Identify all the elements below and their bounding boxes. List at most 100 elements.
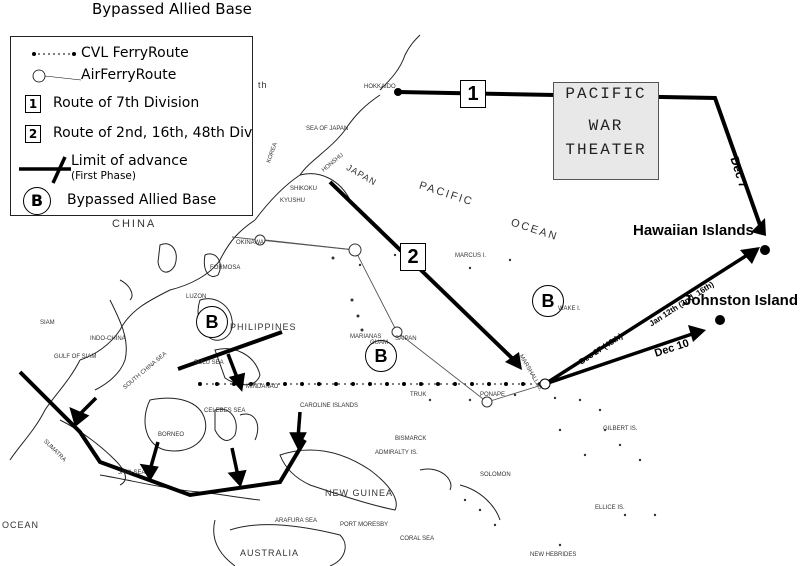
legend-route1-label: Route of 7th Division <box>53 95 200 111</box>
philippines-label: PHILIPPINES <box>230 322 297 332</box>
ferry-dot <box>249 382 253 386</box>
hokkaido-label: HOKKAIDO <box>364 84 396 90</box>
legend-b-label: Bypassed Allied Base <box>67 192 217 208</box>
ferry-dot <box>504 382 508 386</box>
saipan-label: SAIPAN <box>395 336 417 342</box>
route-2 <box>328 180 518 364</box>
ferry-dot <box>368 382 372 386</box>
theater-line-2: WAR <box>588 117 624 135</box>
indo-china-label: INDO-CHINA <box>90 336 126 342</box>
route-1-marker: 1 <box>460 80 486 108</box>
legend-b-row: B Bypassed Allied Base <box>11 187 252 215</box>
ferry-dot <box>317 382 321 386</box>
route-2-marker: 2 <box>400 243 426 271</box>
ellice-label: ELLICE IS. <box>595 505 625 511</box>
okinawa-label: OKINAWA <box>236 240 264 246</box>
pacific-war-theater-sign: PACIFIC WAR THEATER <box>553 82 659 180</box>
air-route-symbol <box>32 69 81 83</box>
shikoku-label: SHIKOKU <box>290 186 318 192</box>
bismarck-label: BISMARCK <box>395 436 427 442</box>
legend: CVL FerryRoute AirFerryRoute 1 Route of … <box>10 36 253 216</box>
legend-air-row: AirFerryRoute <box>11 67 252 83</box>
legend-route2-row: 2 Route of 2nd, 16th, 48th Div <box>11 125 252 143</box>
route-1 <box>397 90 762 226</box>
ferry-dot <box>300 382 304 386</box>
sea-of-japan-label: SEA OF JAPAN <box>306 126 349 132</box>
admiralty-label: ADMIRALTY IS. <box>375 450 418 456</box>
formosa-label: FORMOSA <box>210 265 241 271</box>
hawaiian-islands-label: Hawaiian Islands <box>633 222 754 239</box>
new-hebrides-label: NEW HEBRIDES <box>530 552 577 558</box>
ocean-sw-label: OCEAN <box>2 520 40 530</box>
arafura-label: ARAFURA SEA <box>275 518 318 524</box>
route-1-arrowhead <box>751 218 766 236</box>
legend-b-symbol: B <box>23 187 51 215</box>
johnston-dot <box>715 315 725 325</box>
hawaii-arrowhead <box>740 247 760 264</box>
coral-label: CORAL SEA <box>400 536 435 542</box>
theater-line-1: PACIFIC <box>565 85 647 103</box>
gilbert-label: GILBERT IS. <box>603 426 638 432</box>
top-caption: Bypassed Allied Base <box>92 0 252 18</box>
theater-line-3: THEATER <box>565 141 647 159</box>
ferry-dot <box>487 382 491 386</box>
islands <box>331 253 657 547</box>
bypassed-base-philippines: B <box>196 306 228 338</box>
ferry-dot <box>436 382 440 386</box>
australia-label: AUSTRALIA <box>240 548 300 558</box>
truk-label: TRUK <box>410 392 427 398</box>
marianas-label: MARIANAS <box>350 334 382 340</box>
ferry-dot <box>521 382 525 386</box>
bypassed-base-marianas: B <box>365 340 397 372</box>
limit-of-advance <box>18 330 307 498</box>
luzon-label: LUZON <box>186 294 207 300</box>
johnston-arrowhead <box>688 325 706 342</box>
legend-route1-row: 1 Route of 7th Division <box>11 95 252 113</box>
guam-label: GUAM <box>370 340 388 346</box>
caroline-label: CAROLINE ISLANDS <box>300 403 359 409</box>
ferry-dot <box>198 382 202 386</box>
th-label: th <box>258 80 268 90</box>
wake-label: WAKE I. <box>558 306 581 312</box>
ferry-route-symbol <box>32 52 76 56</box>
ferry-dot <box>215 382 219 386</box>
bypassed-base-wake: B <box>532 285 564 317</box>
china-label: CHINA <box>112 218 157 230</box>
limit-symbol <box>19 156 71 184</box>
borneo-label: BORNEO <box>158 432 185 438</box>
celebes-label: CELEBES SEA <box>204 408 246 414</box>
legend-air-label: AirFerryRoute <box>81 67 177 83</box>
route-1-start <box>394 88 402 96</box>
ferry-dot <box>334 382 338 386</box>
legend-route2-num: 2 <box>25 125 41 143</box>
mindanao-label: MINDANAO <box>246 384 279 390</box>
sulu-label: SULU SEA <box>194 360 224 366</box>
siam-label: SIAM <box>40 320 55 326</box>
ferry-dot <box>419 382 423 386</box>
ferry-dot <box>470 382 474 386</box>
ferry-dot <box>385 382 389 386</box>
ferry-dot <box>351 382 355 386</box>
legend-limit-label: Limit of advance <box>71 153 188 169</box>
air-ferry-route <box>231 236 546 403</box>
marcus-label: MARCUS I. <box>455 253 487 259</box>
air-ferry-stops <box>254 234 493 408</box>
legend-route1-num: 1 <box>25 95 41 113</box>
johnston-island-label: Johnston Island <box>683 292 799 309</box>
ferry-dot <box>266 382 270 386</box>
legend-limit-row: Limit of advance (First Phase) <box>11 153 252 185</box>
ferry-dot <box>453 382 457 386</box>
new-guinea-label: NEW GUINEA <box>325 488 394 498</box>
legend-route2-label: Route of 2nd, 16th, 48th Div <box>53 125 253 141</box>
hawaii-dot <box>760 245 770 255</box>
ponape-label: PONAPE <box>480 392 506 398</box>
limit-arrows <box>69 353 307 488</box>
coastlines <box>9 34 501 566</box>
legend-ferry-label: CVL FerryRoute <box>81 45 189 61</box>
legend-ferry-row: CVL FerryRoute <box>11 45 252 61</box>
ferry-route-dots <box>198 382 542 386</box>
port-moresby-label: PORT MORESBY <box>340 522 389 528</box>
ferry-dot <box>283 382 287 386</box>
ferry-dot <box>402 382 406 386</box>
